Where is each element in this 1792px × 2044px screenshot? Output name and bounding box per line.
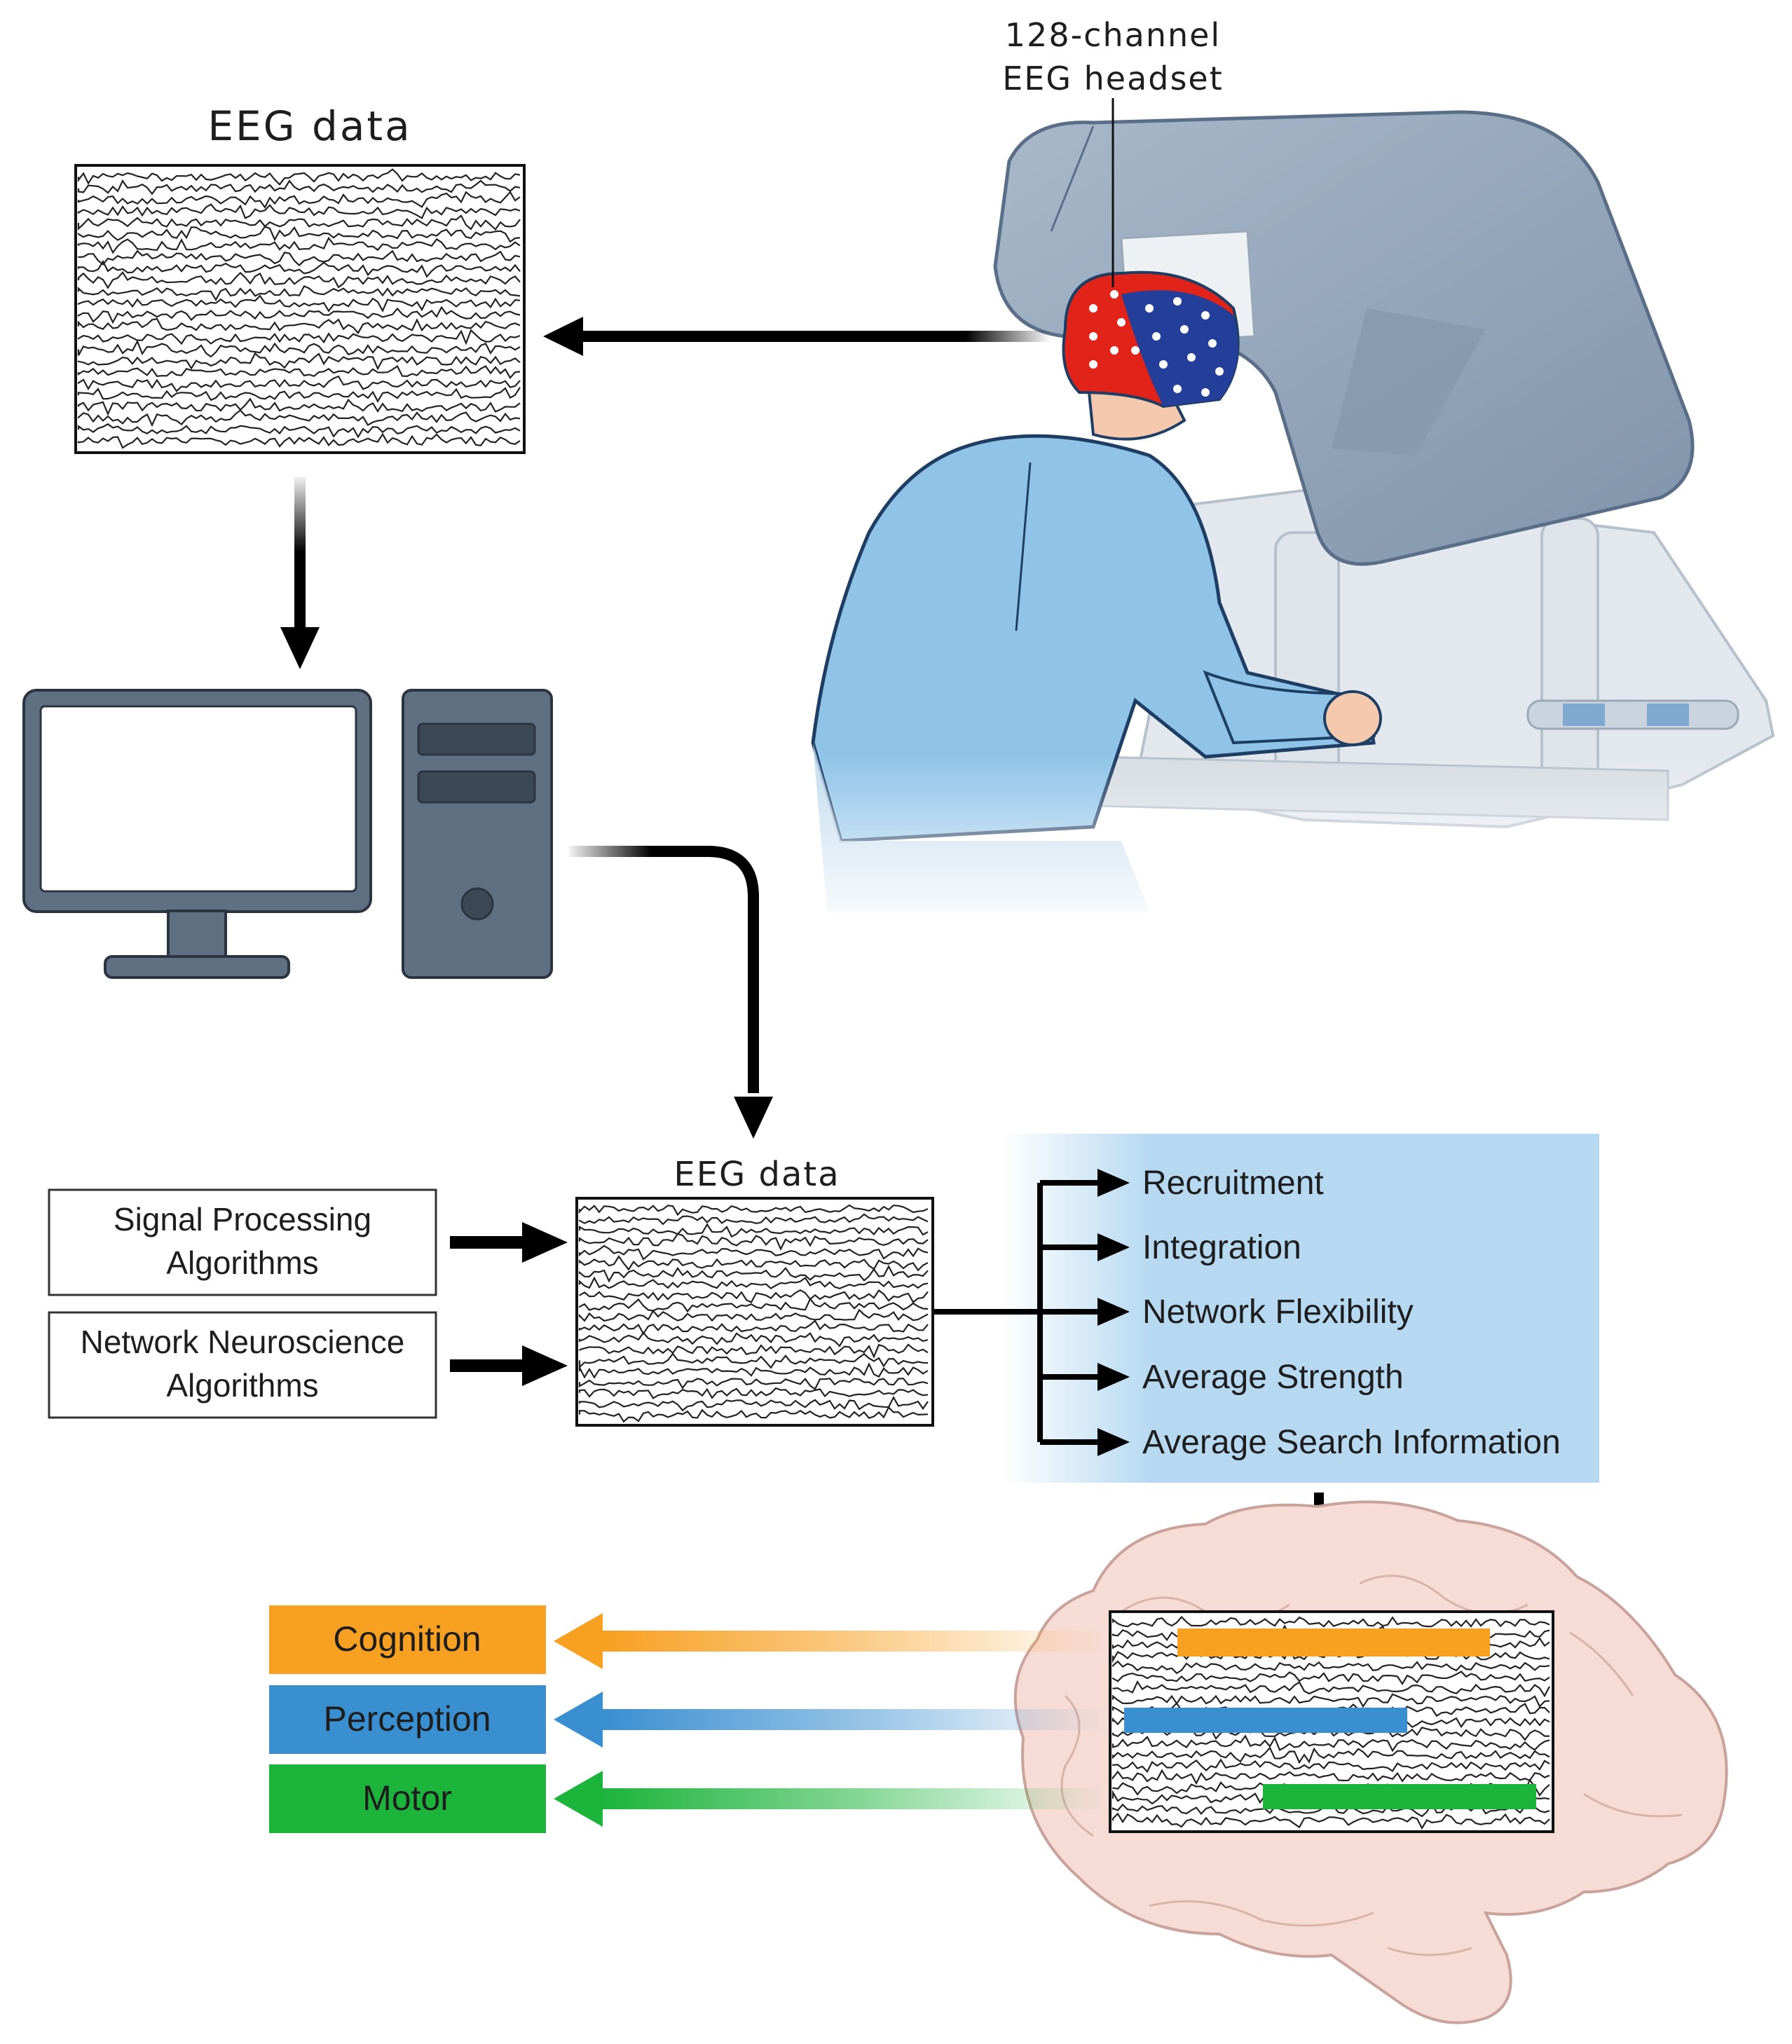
eeg-trace [77,375,521,393]
arrow-algorithm-1 [450,1222,568,1263]
eeg-trace [1112,1660,1550,1675]
metric-label: Average Strength [1142,1359,1404,1396]
eeg-trace [578,1204,929,1216]
arrow-algorithm-2 [450,1345,568,1386]
eeg-trace [77,270,521,289]
eeg-trace [578,1233,929,1251]
perception-label: Perception [323,1699,491,1738]
metric-arrowhead [1097,1169,1130,1197]
eeg-trace [578,1362,929,1379]
metric-label: Network Flexibility [1142,1294,1414,1331]
eeg-trace [77,423,521,439]
eeg-trace [77,306,521,324]
cognition-label-box [269,1605,546,1674]
eeg-trace [578,1213,929,1226]
eeg-trace [1112,1693,1550,1708]
eeg-trace [578,1223,929,1238]
eeg-trace [77,339,521,358]
motor-highlight-band [1263,1784,1536,1809]
motor-label-box [269,1764,546,1833]
eeg-trace [578,1244,929,1261]
eeg-mid-panel [575,1197,934,1427]
eeg-trace [77,214,521,231]
eeg-trace [1112,1758,1550,1774]
eeg-trace [1112,1769,1550,1785]
eeg-trace [77,352,521,371]
headset-label-line1: 128-channel [1005,16,1221,54]
eeg-trace [77,236,521,254]
eeg-trace [578,1406,929,1423]
computer-tower [402,689,553,979]
eeg-trace [578,1289,929,1303]
cognition-arrow [554,1613,1107,1669]
eeg-trace [1112,1615,1550,1628]
eeg-trace [578,1276,929,1290]
eeg-trace [578,1378,929,1391]
motor-label: Motor [362,1778,452,1818]
arrow-headset-to-eeg [543,317,1051,356]
metric-arrowhead [1097,1298,1130,1326]
computer-monitor [22,689,372,979]
eeg-trace [1112,1734,1550,1753]
metric-label: Recruitment [1142,1165,1324,1202]
eeg-trace [77,387,521,403]
arrow-eeg-to-computer [280,476,320,669]
eeg-trace [578,1255,929,1272]
algorithm-box-network-neuroscience: Network Neuroscience Algorithms [48,1311,437,1419]
eeg-trace [77,364,521,380]
eeg-trace [578,1387,929,1399]
metric-arrowhead [1097,1363,1130,1391]
eeg-trace [77,409,521,427]
eeg-trace [77,329,521,345]
eeg-trace [77,179,521,196]
headset-label-line2: EEG headset [1002,60,1224,97]
eeg-trace [578,1308,929,1322]
algorithm-box-signal-processing: Signal Processing Algorithms [48,1188,437,1296]
algorithm-label-line2: Algorithms [166,1244,318,1281]
eeg-trace [1112,1812,1550,1830]
eeg-mid-title: EEG data [673,1155,840,1194]
metric-arrowhead [1097,1233,1130,1261]
perception-arrow [554,1692,1107,1748]
eeg-trace [1112,1671,1550,1686]
eeg-trace [77,397,521,416]
eeg-trace [578,1352,929,1369]
eeg-trace [77,432,521,449]
eeg-trace [77,294,521,313]
eeg-trace [578,1343,929,1359]
algorithm-label-line1: Signal Processing [114,1201,371,1237]
eeg-trace [578,1319,929,1336]
eeg-trace [1112,1680,1550,1698]
metric-label: Average Search Information [1142,1424,1561,1461]
perception-label-box [269,1685,546,1754]
algorithm-label-line1: Network Neuroscience [81,1324,405,1360]
eeg-trace [578,1395,929,1412]
cognition-label: Cognition [333,1619,481,1659]
eeg-trace [77,317,521,335]
eeg-trace [578,1297,929,1313]
cognition-highlight-band [1177,1628,1490,1657]
eeg-trace [578,1331,929,1347]
metric-arrowhead [1097,1428,1130,1456]
eeg-trace [77,249,521,267]
eeg-trace [77,191,521,209]
eeg-trace [77,259,521,278]
eeg-trace [1112,1746,1550,1764]
eeg-trace [77,284,521,302]
eeg-top-panel [74,164,526,454]
eeg-trace [77,226,521,243]
eeg-trace [578,1265,929,1283]
eeg-trace [77,203,521,219]
algorithm-label-line2: Algorithms [166,1367,318,1404]
eeg-top-title: EEG data [207,102,411,150]
eeg-trace [77,168,521,186]
metric-label: Integration [1142,1229,1301,1266]
perception-highlight-band [1124,1708,1407,1733]
arrow-computer-to-eeg [569,846,773,1139]
motor-arrow [554,1771,1107,1827]
surgeon-console-illustration [771,110,1787,939]
